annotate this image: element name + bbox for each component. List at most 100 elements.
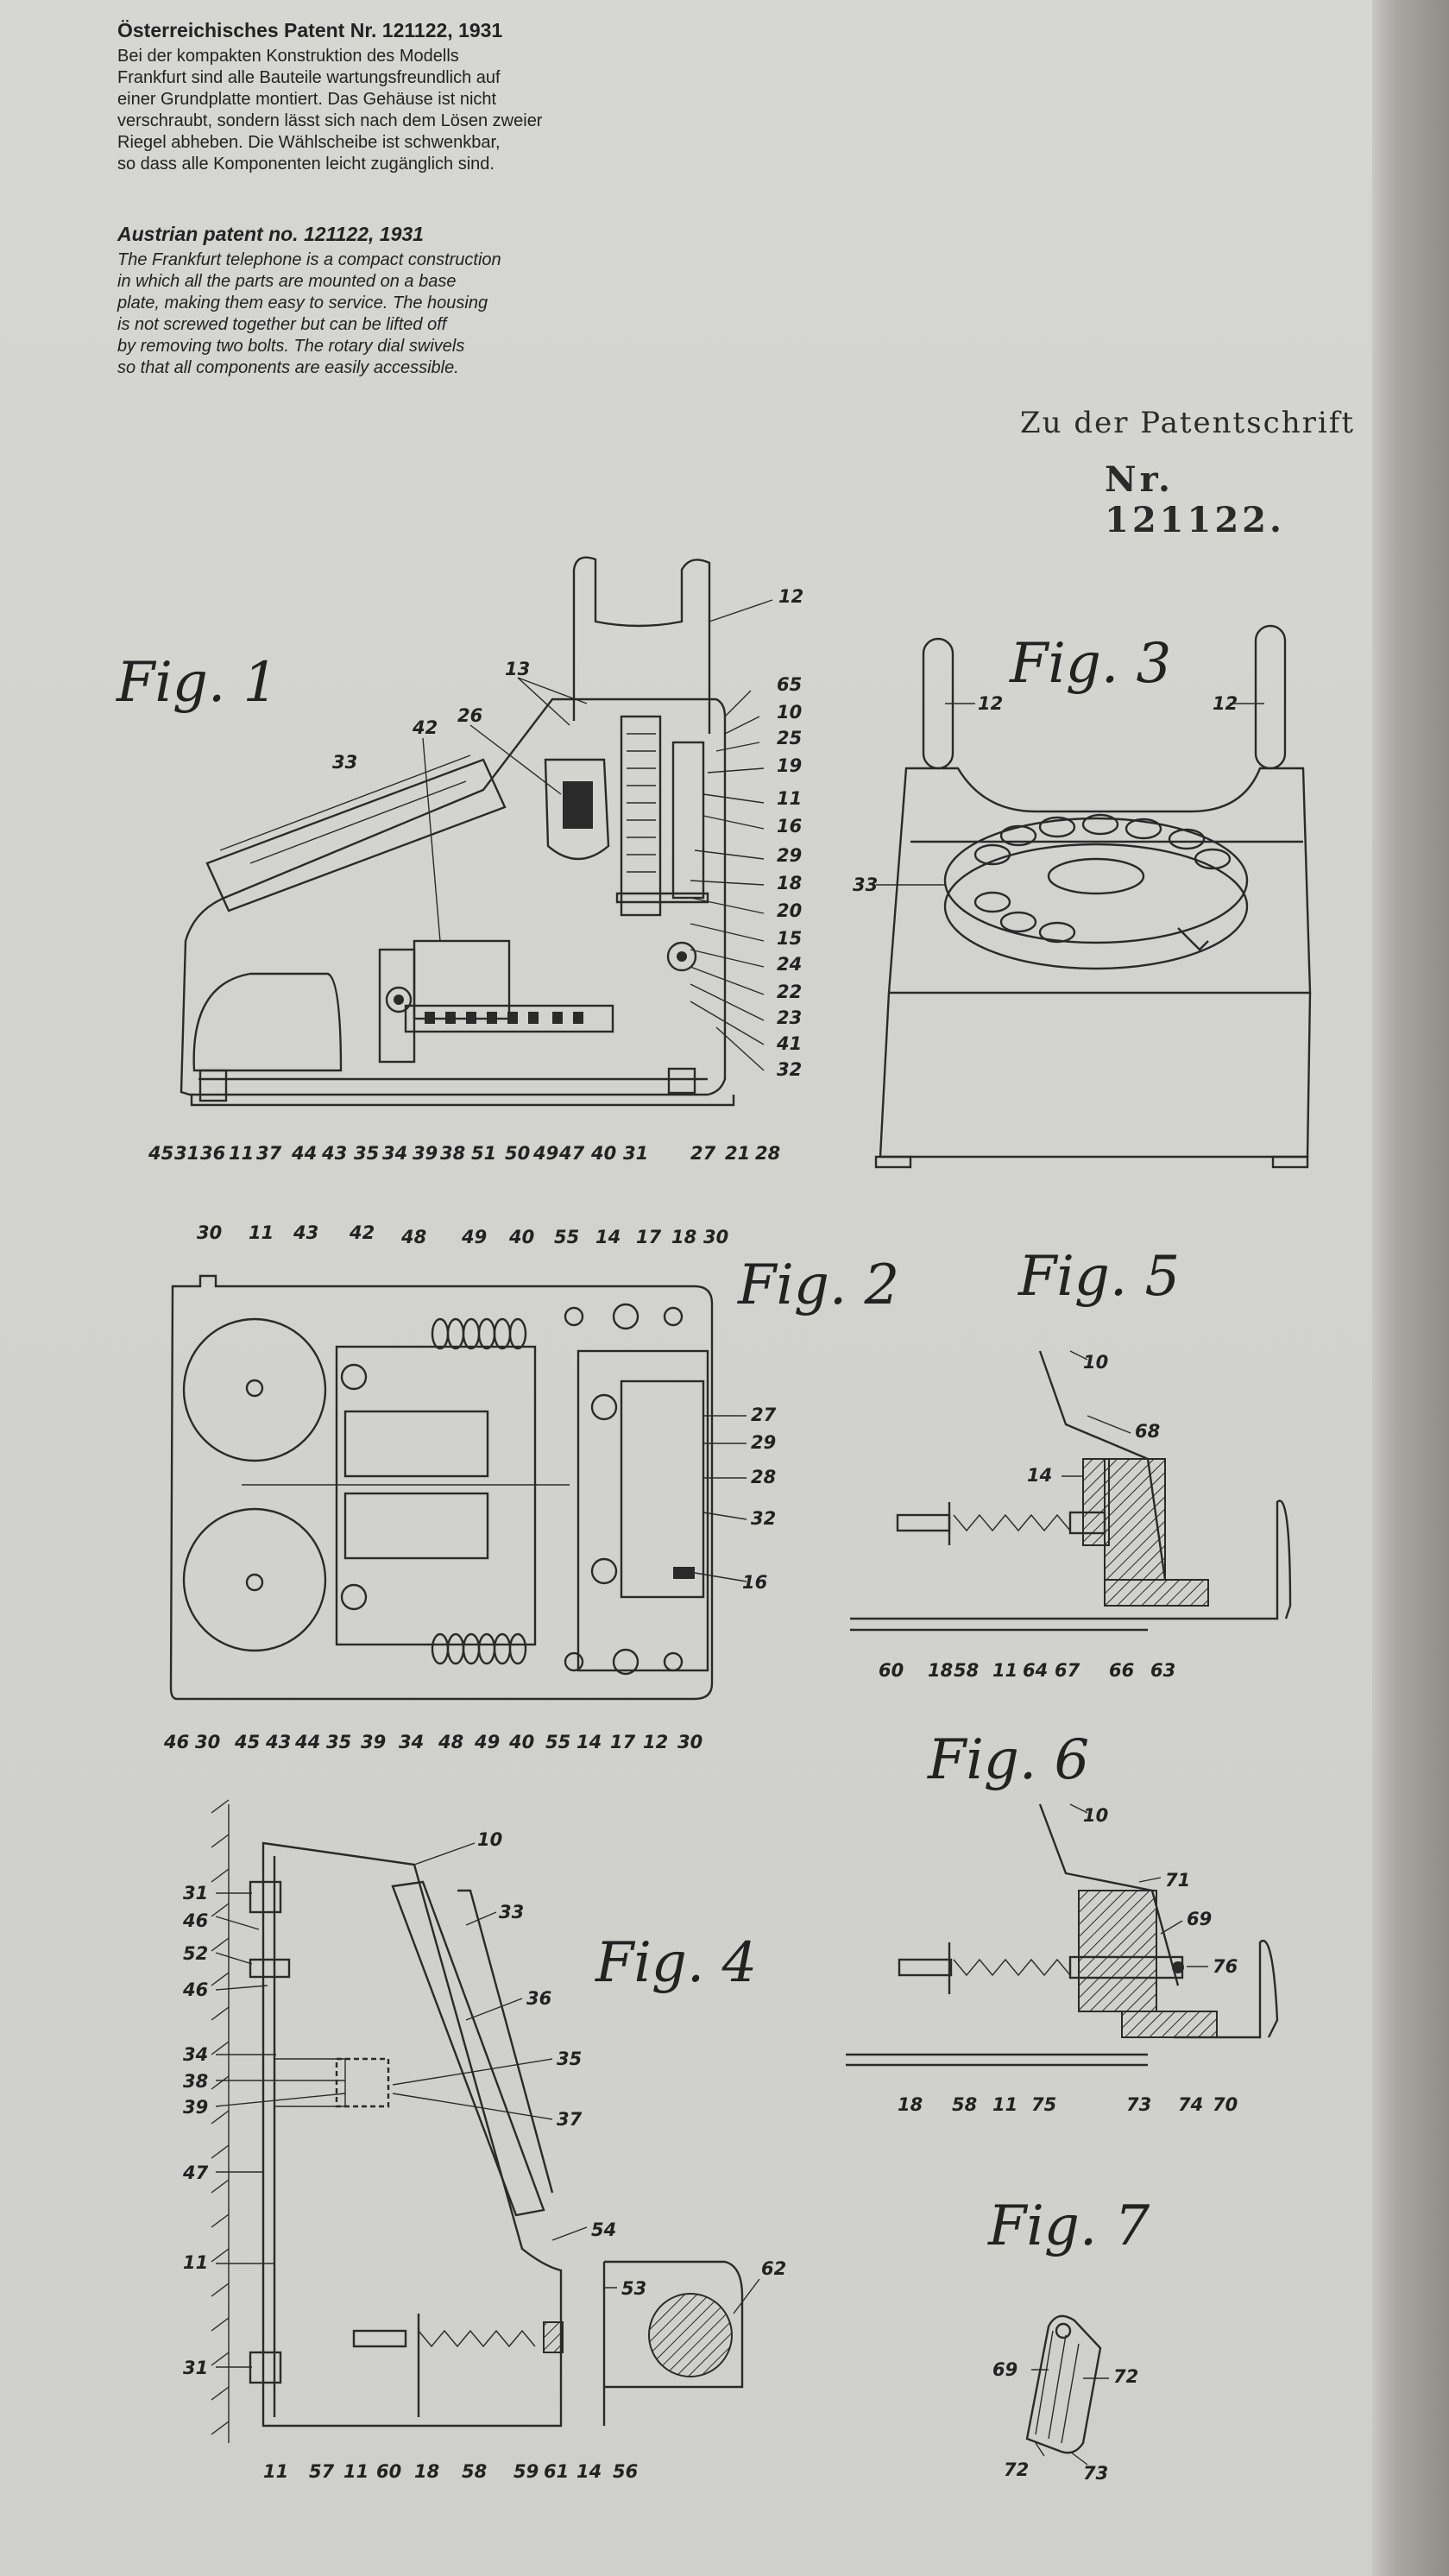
caption-german-line: Frankfurt sind alle Bauteile wartungsfre… bbox=[117, 68, 501, 87]
figure-1-bottom-callouts: 45 31 36 11 37 44 43 35 34 39 38 51 50 4… bbox=[148, 1143, 780, 1164]
callout: 75 bbox=[1031, 2094, 1056, 2115]
callout: 11 bbox=[777, 788, 802, 809]
callout: 73 bbox=[1126, 2094, 1151, 2115]
callout: 27 bbox=[690, 1143, 716, 1164]
callout: 60 bbox=[879, 1660, 904, 1681]
callout: 40 bbox=[508, 1227, 534, 1247]
callout: 20 bbox=[777, 900, 802, 921]
callout: 11 bbox=[992, 1660, 1017, 1681]
spring-coils-bottom bbox=[431, 1632, 527, 1665]
callout: 31 bbox=[183, 2358, 208, 2378]
callout: 69 bbox=[992, 2359, 1017, 2380]
callout: 70 bbox=[1213, 2094, 1238, 2115]
caption-english-line: plate, making them easy to service. The … bbox=[117, 294, 488, 313]
callout: 45 bbox=[148, 1143, 173, 1164]
callout: 16 bbox=[777, 816, 802, 837]
callout: 36 bbox=[526, 1988, 551, 2009]
callout: 30 bbox=[703, 1227, 728, 1247]
callout: 23 bbox=[777, 1007, 802, 1028]
sheet-edge bbox=[1372, 0, 1449, 2576]
callout: 31 bbox=[623, 1143, 648, 1164]
callout: 18 bbox=[671, 1227, 696, 1247]
callout: 66 bbox=[1109, 1660, 1134, 1681]
figure-5: Fig. 5 10 68 14 60 18 58 11 64 67 66 63 bbox=[850, 1245, 1292, 1681]
figure-6: Fig. 6 10 71 69 76 18 58 11 75 73 74 70 bbox=[846, 1728, 1279, 2115]
callout: 48 bbox=[400, 1227, 426, 1247]
callout: 14 bbox=[576, 2461, 602, 2482]
caption-english-line: by removing two bolts. The rotary dial s… bbox=[117, 337, 465, 356]
callout: 39 bbox=[413, 1143, 438, 1164]
callout: 12 bbox=[778, 586, 803, 607]
callout: 11 bbox=[343, 2461, 369, 2482]
callout: 68 bbox=[1135, 1421, 1160, 1442]
figure-3-label: Fig. 3 bbox=[1009, 632, 1171, 696]
callout: 65 bbox=[777, 674, 802, 695]
callout: 16 bbox=[742, 1572, 767, 1593]
callout: 39 bbox=[361, 1732, 386, 1752]
callout: 41 bbox=[776, 1033, 802, 1054]
callout: 62 bbox=[761, 2258, 786, 2279]
callout: 44 bbox=[294, 1732, 320, 1752]
callout: 34 bbox=[399, 1732, 424, 1752]
caption-english: Austrian patent no. 121122, 1931 The Fra… bbox=[117, 223, 501, 379]
callout: 46 bbox=[182, 1979, 208, 2000]
callout: 49 bbox=[474, 1732, 500, 1752]
callout: 31 bbox=[174, 1143, 199, 1164]
callout: 18 bbox=[898, 2094, 923, 2115]
callout: 50 bbox=[505, 1143, 530, 1164]
callout: 35 bbox=[354, 1143, 379, 1164]
callout: 37 bbox=[256, 1143, 282, 1164]
callout: 17 bbox=[636, 1227, 662, 1247]
terminal-screws bbox=[425, 1012, 583, 1024]
callout: 10 bbox=[777, 702, 802, 723]
callout: 67 bbox=[1055, 1660, 1080, 1681]
callout: 11 bbox=[183, 2252, 208, 2273]
figure-7-label: Fig. 7 bbox=[987, 2194, 1150, 2258]
callout: 29 bbox=[751, 1432, 776, 1453]
callout: 69 bbox=[1187, 1909, 1212, 1929]
caption-english-line: in which all the parts are mounted on a … bbox=[117, 272, 457, 291]
callout: 18 bbox=[928, 1660, 953, 1681]
callout: 10 bbox=[477, 1829, 502, 1850]
callout: 37 bbox=[557, 2109, 583, 2130]
caption-english-line: The Frankfurt telephone is a compact con… bbox=[117, 250, 501, 269]
callout: 47 bbox=[558, 1143, 585, 1164]
callout: 38 bbox=[440, 1143, 465, 1164]
callout: 15 bbox=[777, 928, 802, 949]
callout: 43 bbox=[321, 1143, 347, 1164]
figure-1: Fig. 1 bbox=[116, 556, 803, 1164]
callout: 43 bbox=[293, 1222, 318, 1243]
callout: 34 bbox=[183, 2044, 208, 2065]
callout: 10 bbox=[1083, 1805, 1108, 1826]
callout: 24 bbox=[777, 954, 802, 975]
callout: 45 bbox=[234, 1732, 260, 1752]
callout: 33 bbox=[499, 1902, 524, 1923]
callout: 33 bbox=[853, 874, 878, 895]
callout: 51 bbox=[471, 1143, 496, 1164]
callout: 30 bbox=[197, 1222, 222, 1243]
callout: 18 bbox=[414, 2461, 439, 2482]
callout: 39 bbox=[183, 2097, 208, 2118]
callout: 11 bbox=[263, 2461, 288, 2482]
callout: 30 bbox=[195, 1732, 220, 1752]
callout: 60 bbox=[376, 2461, 401, 2482]
callout: 33 bbox=[332, 752, 357, 773]
callout: 59 bbox=[513, 2461, 539, 2482]
caption-german-line: einer Grundplatte montiert. Das Gehäuse … bbox=[117, 90, 497, 109]
callout: 32 bbox=[751, 1508, 776, 1529]
callout: 21 bbox=[725, 1143, 750, 1164]
callout: 43 bbox=[265, 1732, 291, 1752]
callout: 56 bbox=[613, 2461, 638, 2482]
callout: 58 bbox=[462, 2461, 487, 2482]
figure-2: Fig. 2 bbox=[163, 1222, 899, 1752]
callout: 34 bbox=[382, 1143, 407, 1164]
callout: 12 bbox=[978, 693, 1003, 714]
callout: 47 bbox=[182, 2162, 209, 2183]
figure-4: Fig. 4 31 46 52 46 34 38 39 47 11 3 bbox=[182, 1799, 786, 2482]
caption-english-title: Austrian patent no. 121122, 1931 bbox=[117, 223, 424, 245]
patent-header: Zu der Patentschrift Nr. 121122. bbox=[975, 406, 1355, 540]
caption-german-line: so dass alle Komponenten leicht zugängli… bbox=[117, 155, 495, 174]
callout: 46 bbox=[182, 1910, 208, 1931]
caption-english-line: is not screwed together but can be lifte… bbox=[117, 315, 447, 334]
spring-coils-top bbox=[431, 1317, 527, 1350]
